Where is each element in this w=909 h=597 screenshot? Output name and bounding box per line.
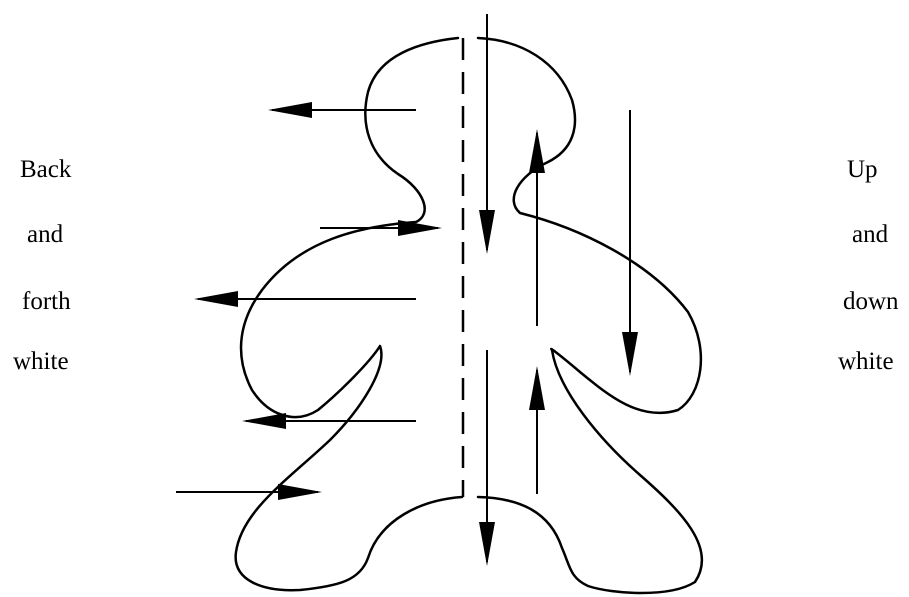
right-caption-line-2: and (852, 222, 888, 247)
right-caption-line-4: white (838, 349, 894, 374)
shape-outline-right (478, 38, 702, 593)
left-caption-line-1: Back (20, 157, 71, 182)
shape-outline-left (236, 38, 462, 590)
left-caption-line-4: white (13, 349, 69, 374)
right-caption-line-3: down (843, 289, 899, 314)
left-caption-line-2: and (27, 222, 63, 247)
left-caption-line-3: forth (22, 289, 71, 314)
right-caption-line-1: Up (847, 157, 878, 182)
